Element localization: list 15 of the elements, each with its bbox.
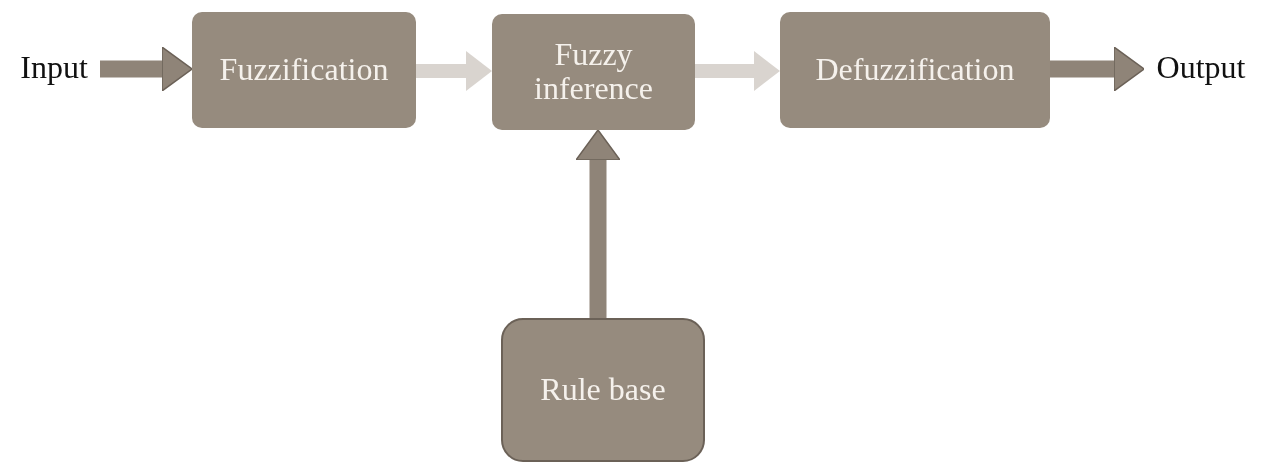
node-label: Output [1144, 48, 1258, 88]
block-arrow [100, 46, 193, 92]
block-arrow [416, 51, 492, 91]
box-label: Fuzzy inference [533, 38, 654, 106]
process-box [501, 318, 705, 462]
process-box [492, 14, 695, 130]
box-label: Fuzzification [219, 53, 389, 87]
block-arrow [575, 129, 621, 318]
process-box [192, 12, 416, 128]
box-label: Defuzzification [815, 53, 1015, 87]
block-arrow [1050, 46, 1145, 92]
process-box [780, 12, 1050, 128]
node-label: Input [8, 48, 100, 88]
block-arrow [695, 51, 780, 91]
box-label: Rule base [540, 373, 666, 407]
